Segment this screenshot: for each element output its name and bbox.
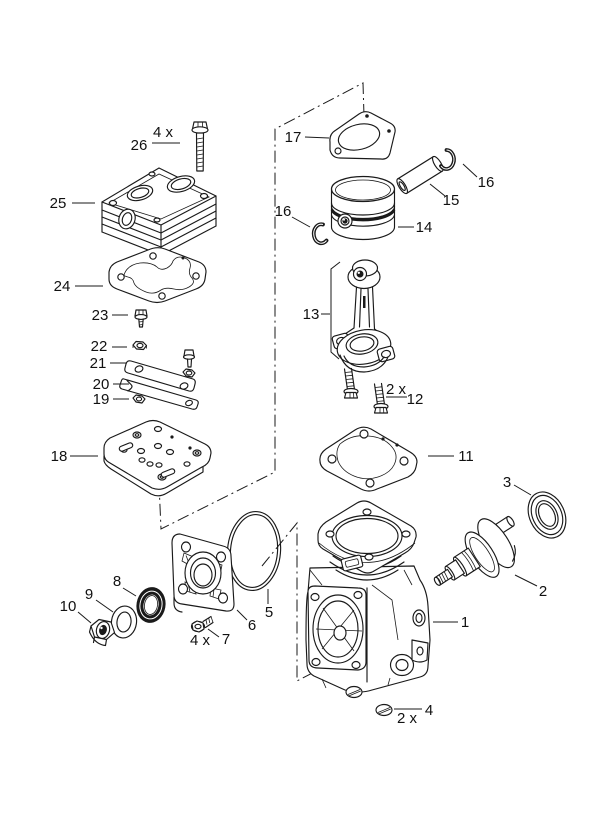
callout-26: 26 <box>131 137 148 154</box>
callout-25: 25 <box>50 195 67 212</box>
callout-12-qty: 2 x <box>386 381 407 398</box>
part-7-cover-screw <box>190 615 214 633</box>
callout-23: 23 <box>92 307 109 324</box>
callout-4: 4 <box>425 702 433 719</box>
part-9-washer <box>110 605 138 639</box>
callout-4-qty: 2 x <box>397 710 418 727</box>
part-24-head-gasket <box>108 247 207 304</box>
part-15-piston-pin <box>396 155 444 195</box>
part-26-head-bolt <box>191 121 209 172</box>
callout-16-left: 16 <box>275 203 292 220</box>
part-6-end-cover <box>171 533 235 613</box>
part-16-circlip-right <box>439 148 456 171</box>
callout-7-qty: 4 x <box>190 632 211 649</box>
callout-22: 22 <box>91 338 108 355</box>
part-10-nut <box>88 618 116 647</box>
callout-3: 3 <box>503 474 511 491</box>
callout-18: 18 <box>51 448 68 465</box>
callout-21: 21 <box>90 355 107 372</box>
part-11-base-gasket <box>319 426 418 492</box>
part-16-circlip-left <box>311 222 329 246</box>
leader-lines <box>70 136 538 710</box>
callout-2: 2 <box>539 583 547 600</box>
callout-7: 7 <box>222 631 230 648</box>
part-20-lamella-plate <box>119 378 199 410</box>
callout-labels: 26 4 x 25 24 23 22 21 20 19 18 17 16 16 … <box>50 124 548 727</box>
part-14-piston <box>330 175 396 241</box>
callout-17: 17 <box>285 129 302 146</box>
part-2-crankshaft <box>433 515 516 586</box>
callout-9: 9 <box>85 586 93 603</box>
callout-8: 8 <box>113 573 121 590</box>
part-22-nut <box>132 340 148 351</box>
part-13-connecting-rod <box>331 259 396 373</box>
callout-1: 1 <box>461 614 469 631</box>
callout-24: 24 <box>54 278 71 295</box>
callout-12: 12 <box>407 391 424 408</box>
callout-19: 19 <box>93 391 110 408</box>
part-19-nut <box>132 394 146 404</box>
part-12-rod-bolts <box>343 367 389 414</box>
callout-20: 20 <box>93 376 110 393</box>
callout-13: 13 <box>303 306 320 323</box>
part-23-screw <box>134 309 148 328</box>
callout-11: 11 <box>458 448 474 465</box>
part-25-cylinder-head <box>101 167 217 256</box>
callout-26-qty: 4 x <box>153 124 174 141</box>
part-5-o-ring <box>226 511 282 591</box>
part-1-crankcase <box>305 500 431 693</box>
callout-10: 10 <box>60 598 77 615</box>
callout-14: 14 <box>416 219 433 236</box>
part-21-valve-plate <box>124 349 196 392</box>
part-18-valve-seat-plate <box>103 419 212 497</box>
part-3-sealing-ring <box>527 491 567 539</box>
callout-6: 6 <box>248 617 256 634</box>
part-8-shaft-seal <box>136 587 166 623</box>
callout-16-right: 16 <box>478 174 495 191</box>
callout-15: 15 <box>443 192 460 209</box>
part-17-gasket <box>329 111 396 160</box>
callout-5: 5 <box>265 604 273 621</box>
assembly-axis-lines <box>159 82 365 682</box>
part-4-sealing-plugs <box>345 685 393 717</box>
